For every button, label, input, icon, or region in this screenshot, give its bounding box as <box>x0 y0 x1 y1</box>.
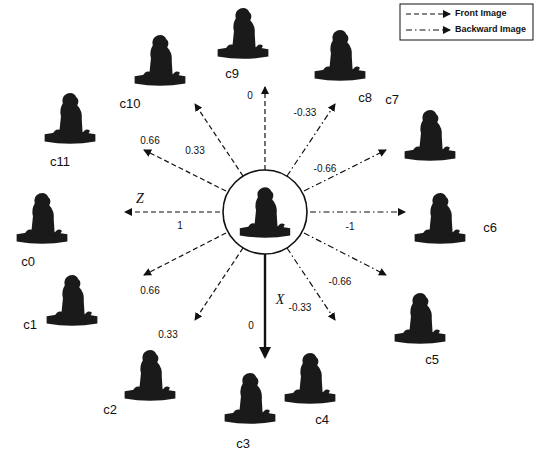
axis-label: Z <box>135 191 145 206</box>
weight-value: -0.66 <box>313 163 338 174</box>
axis-label: X <box>275 292 286 307</box>
weight-value: 0.66 <box>139 285 160 296</box>
camera-label: c5 <box>424 353 440 367</box>
camera-label: c1 <box>22 318 38 332</box>
front-arrow <box>144 233 226 275</box>
statue-view <box>45 93 96 144</box>
statue-view <box>285 353 336 404</box>
front-arrow <box>125 211 220 212</box>
center-statue <box>240 187 290 237</box>
view-arrows <box>125 87 405 357</box>
view-images <box>17 8 466 424</box>
weight-value: 0.33 <box>184 145 205 156</box>
camera-label: c4 <box>314 413 330 427</box>
legend-backward-sample <box>406 29 450 30</box>
statue-view <box>405 110 456 161</box>
weight-value: -1 <box>345 221 356 232</box>
camera-label: c3 <box>235 437 251 451</box>
statue-view <box>218 8 269 59</box>
center-circle <box>223 170 307 254</box>
legend-box <box>400 4 533 40</box>
backward-arrow <box>304 233 386 275</box>
backward-arrow <box>310 211 405 212</box>
camera-label: c0 <box>20 255 36 269</box>
weight-value: 1 <box>176 220 184 231</box>
weight-value: 0 <box>246 90 254 101</box>
front-arrow <box>144 150 226 191</box>
statue-view <box>125 350 176 401</box>
statue-view <box>415 193 466 244</box>
camera-label: c11 <box>49 155 71 169</box>
statue-view <box>135 35 186 86</box>
statue-view <box>395 293 446 344</box>
weight-value: 0.66 <box>139 135 160 146</box>
weight-value: 0 <box>247 320 255 331</box>
camera-label: c2 <box>102 403 118 417</box>
weight-value: -0.66 <box>328 276 353 287</box>
front-arrow <box>195 248 243 320</box>
weight-value: -0.33 <box>288 302 313 313</box>
camera-label: c9 <box>224 67 240 81</box>
backward-arrow <box>304 150 386 191</box>
camera-label: c8 <box>357 91 373 105</box>
x-axis-arrow <box>264 254 266 357</box>
camera-label: c7 <box>384 93 400 107</box>
legend-text: Backward Image <box>455 25 526 35</box>
statue-view <box>315 30 366 81</box>
front-arrow <box>195 104 243 176</box>
camera-label: c10 <box>119 97 142 111</box>
weight-value: -0.33 <box>293 107 318 118</box>
front-arrow <box>264 87 265 170</box>
statue-view <box>17 193 68 244</box>
camera-label: c6 <box>482 221 498 235</box>
statue-view <box>225 373 276 424</box>
legend-text: Front Image <box>455 9 507 19</box>
weight-value: 0.33 <box>157 329 178 340</box>
legend-front-sample <box>406 13 450 14</box>
statue-view <box>47 275 98 326</box>
